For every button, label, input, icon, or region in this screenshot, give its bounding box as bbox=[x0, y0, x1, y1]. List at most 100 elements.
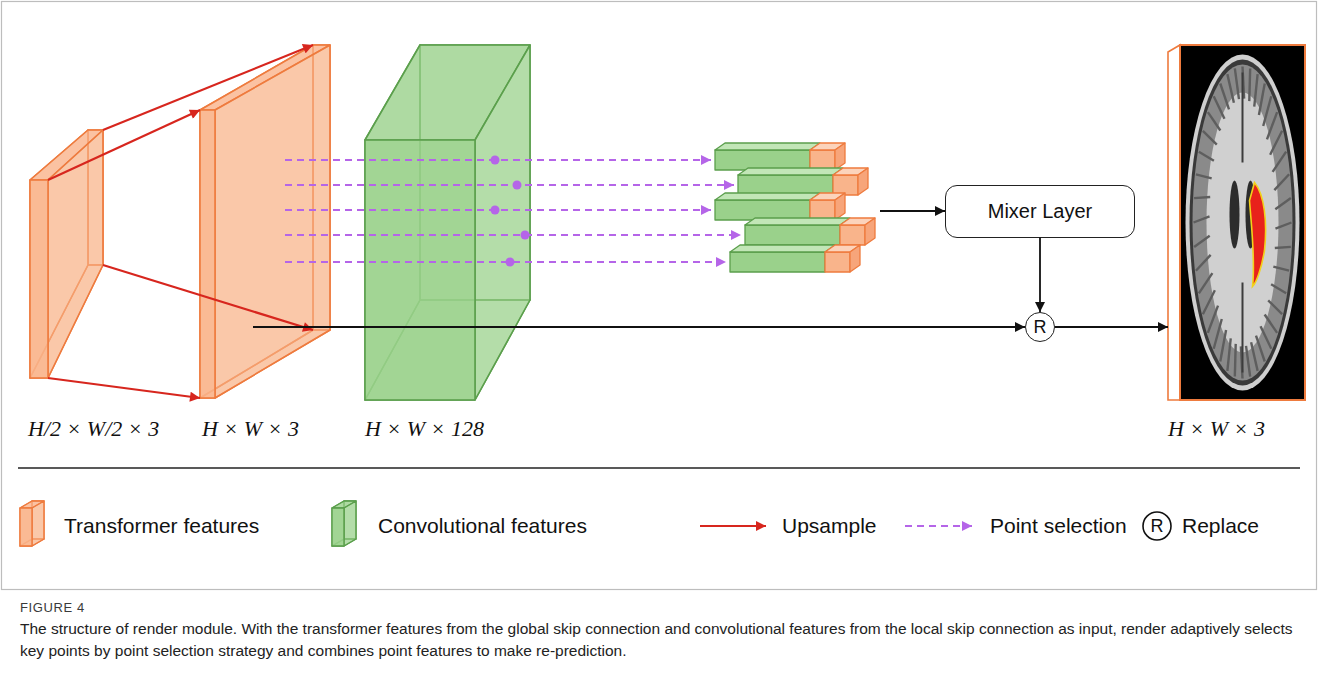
legend-arrow-sample bbox=[700, 526, 766, 527]
sulcus bbox=[1203, 290, 1215, 314]
symbol-label: R bbox=[1151, 516, 1164, 536]
prism-face bbox=[365, 140, 475, 400]
sulcus bbox=[1227, 74, 1234, 103]
mri-background bbox=[1180, 45, 1305, 400]
csf-ring bbox=[1190, 60, 1296, 386]
sulcus bbox=[1227, 338, 1230, 370]
cortex bbox=[1193, 65, 1293, 381]
legend-label: Convolutional features bbox=[378, 512, 587, 540]
point-selection-line bbox=[285, 184, 734, 186]
point-feature bbox=[730, 245, 860, 272]
lesion bbox=[1250, 183, 1266, 287]
fissure bbox=[1242, 283, 1244, 373]
selected-point bbox=[506, 258, 515, 267]
legend-dashed-sample bbox=[905, 526, 972, 527]
feature-block: H × W × 3 bbox=[195, 40, 335, 460]
fissure bbox=[1242, 73, 1244, 163]
separator-line bbox=[18, 467, 1300, 469]
upsample-arrow bbox=[103, 45, 313, 130]
prism-face bbox=[30, 180, 48, 378]
sulcus bbox=[1199, 273, 1213, 293]
point-conv-feature bbox=[715, 200, 810, 220]
sulcus bbox=[1274, 174, 1289, 190]
sulcus bbox=[1267, 112, 1277, 139]
dimension-label: H × W × 128 bbox=[365, 415, 535, 443]
legend-replace-symbol bbox=[1143, 512, 1171, 540]
replace-circle bbox=[1143, 512, 1171, 540]
prism-face bbox=[332, 501, 344, 546]
sulcus bbox=[1203, 131, 1217, 145]
block-shape bbox=[25, 122, 175, 462]
point-conv-feature bbox=[738, 168, 843, 175]
sulcus bbox=[1235, 68, 1239, 99]
block-shape bbox=[195, 40, 335, 460]
feature-prism bbox=[30, 130, 103, 378]
sulcus bbox=[1208, 306, 1218, 333]
sulcus bbox=[1265, 314, 1278, 332]
sulcus bbox=[1220, 84, 1229, 110]
sulcus bbox=[1194, 236, 1210, 247]
box-label: Mixer Layer bbox=[988, 199, 1092, 223]
sulcus bbox=[1275, 198, 1291, 209]
sulcus bbox=[1220, 330, 1226, 361]
prism-face bbox=[332, 508, 344, 546]
feature-block: H/2 × W/2 × 3 bbox=[25, 122, 175, 462]
feature-block: H × W × 128 bbox=[360, 40, 535, 460]
brain-illustration bbox=[1186, 55, 1300, 391]
point-transformer-feature bbox=[858, 168, 868, 195]
point-transformer-feature bbox=[835, 193, 845, 220]
point-transformer-feature bbox=[833, 175, 858, 195]
skull bbox=[1186, 55, 1300, 391]
sulcus bbox=[1254, 74, 1257, 106]
dimension-label: H/2 × W/2 × 3 bbox=[28, 415, 175, 443]
feature-prism bbox=[365, 45, 530, 400]
point-conv-feature bbox=[745, 218, 850, 225]
point-conv-feature bbox=[730, 245, 835, 252]
point-feature bbox=[715, 143, 845, 170]
figure-number: FIGURE 4 bbox=[20, 599, 85, 617]
prism-face bbox=[20, 501, 32, 546]
point-transformer-feature bbox=[810, 200, 835, 220]
flow-arrow bbox=[1055, 326, 1168, 328]
sulcus bbox=[1273, 267, 1289, 271]
prism-face bbox=[475, 45, 530, 400]
sulcus bbox=[1275, 223, 1291, 229]
point-transformer-feature bbox=[825, 252, 850, 272]
sulcus bbox=[1208, 112, 1221, 130]
sulcus bbox=[1194, 197, 1210, 198]
point-feature bbox=[745, 218, 875, 245]
sulcus bbox=[1199, 152, 1214, 161]
sulcus bbox=[1246, 346, 1250, 377]
selected-point bbox=[521, 231, 530, 240]
selected-point bbox=[491, 206, 500, 215]
sulcus bbox=[1196, 255, 1211, 271]
output-image: H × W × 3 bbox=[1163, 40, 1311, 460]
sulcus bbox=[1261, 326, 1272, 348]
point-conv-feature bbox=[715, 150, 810, 170]
point-transformer-feature bbox=[850, 245, 860, 272]
image-shape bbox=[1163, 40, 1311, 460]
prism-face bbox=[32, 501, 44, 546]
sulcus bbox=[1214, 96, 1225, 118]
prism-face bbox=[200, 110, 215, 398]
sulcus bbox=[1275, 247, 1291, 248]
selected-point bbox=[491, 156, 500, 165]
upsample-arrow bbox=[103, 265, 313, 330]
upsample-arrow bbox=[700, 525, 766, 527]
prism-face bbox=[215, 45, 330, 398]
sulcus bbox=[1273, 152, 1287, 172]
point-selection-line bbox=[285, 234, 741, 236]
upsample-arrow bbox=[48, 378, 200, 398]
figure-caption: The structure of render module. With the… bbox=[20, 618, 1304, 662]
point-conv-feature bbox=[730, 252, 825, 272]
legend-swatch bbox=[332, 501, 356, 546]
sulcus bbox=[1263, 96, 1271, 126]
sulcus bbox=[1259, 84, 1265, 115]
point-conv-feature bbox=[715, 193, 820, 200]
block-shape bbox=[360, 40, 535, 460]
sulcus bbox=[1271, 284, 1286, 293]
prism-face bbox=[344, 501, 356, 546]
